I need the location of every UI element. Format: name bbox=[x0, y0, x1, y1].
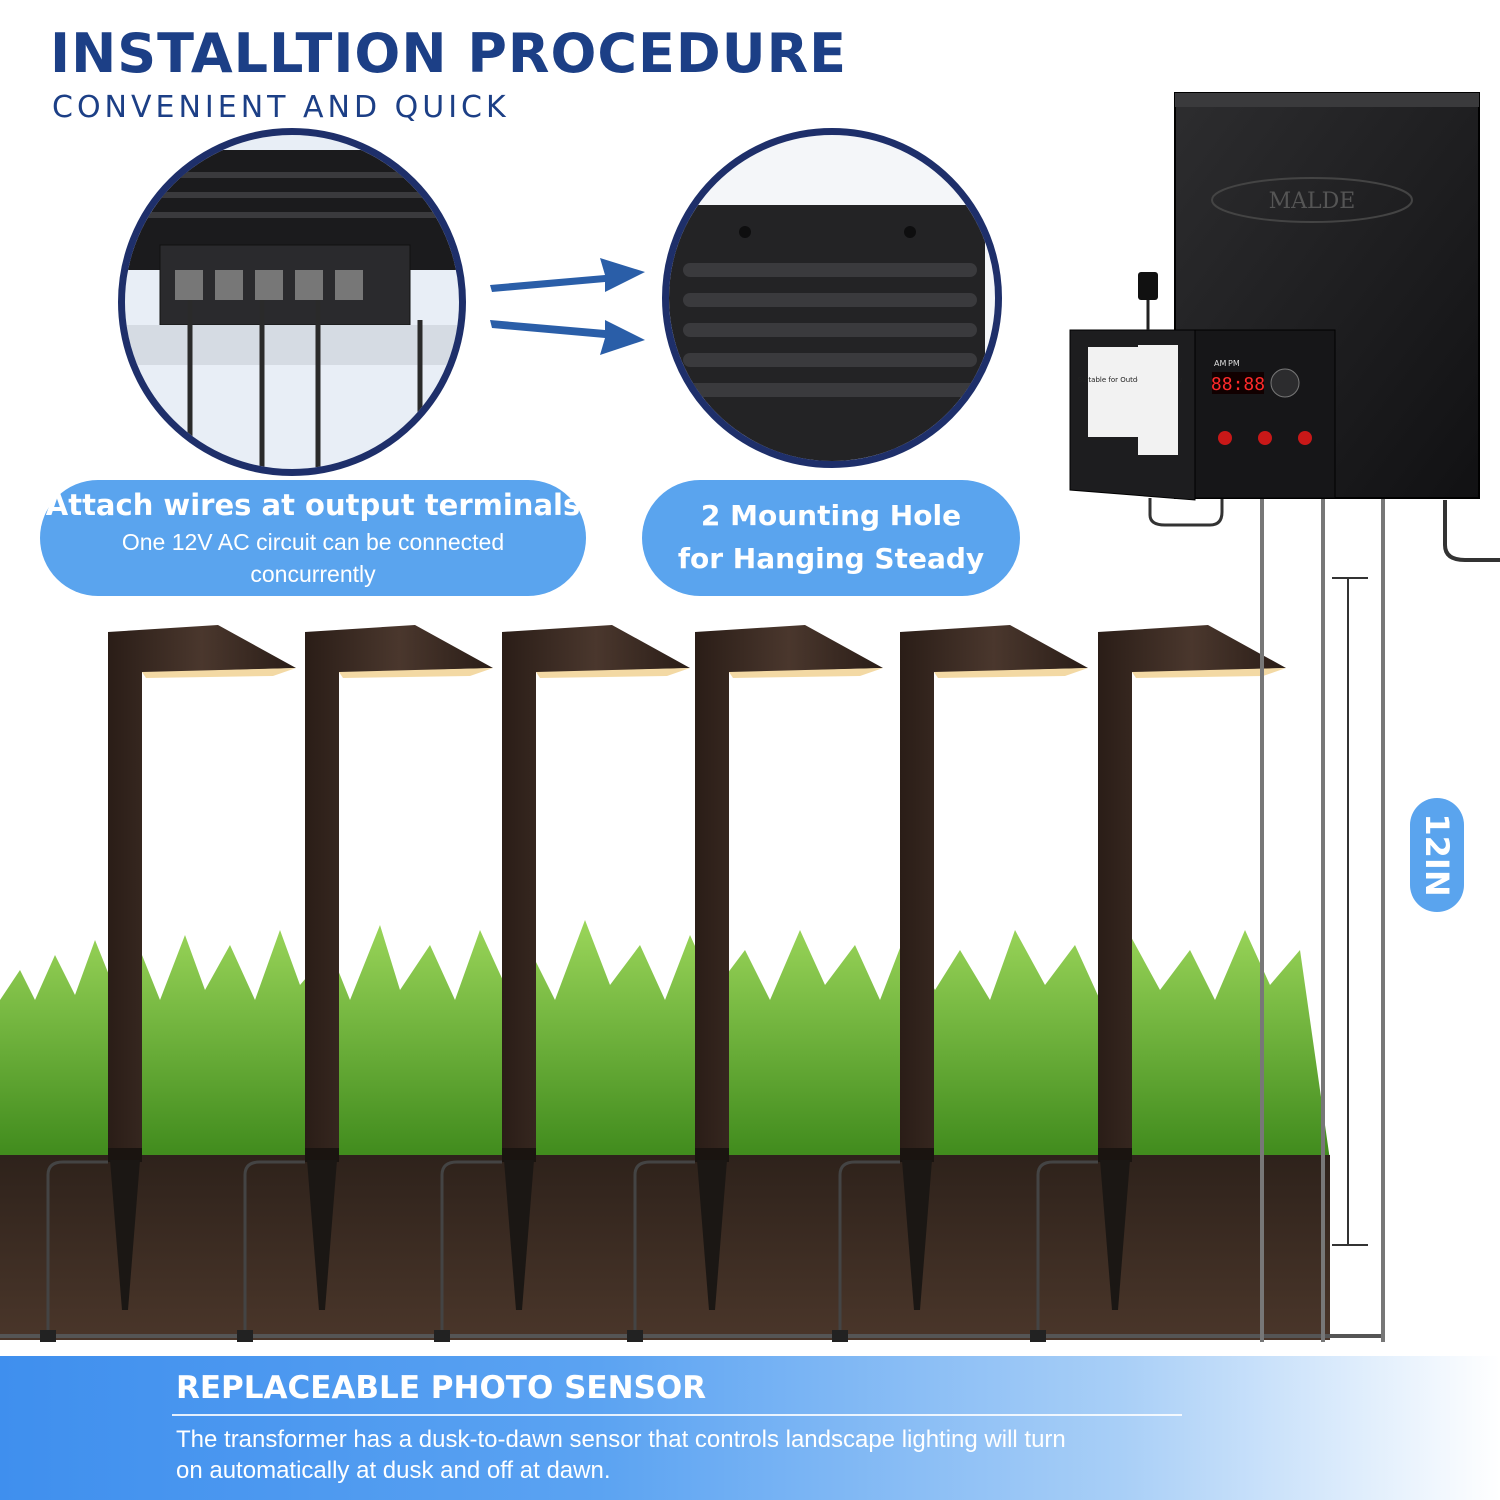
height-label: 12IN bbox=[1418, 813, 1456, 897]
transformer: MALDE Suitable for Outdoor Use Only 88:8… bbox=[1069, 92, 1480, 501]
mode-pm: PM bbox=[1228, 359, 1240, 368]
height-badge: 12IN bbox=[1410, 798, 1464, 912]
sensor-banner bbox=[0, 1356, 1500, 1500]
mounting-hole-closeup-frame bbox=[662, 128, 1002, 468]
height-dimension bbox=[1332, 577, 1368, 1246]
terminal-closeup-frame bbox=[118, 128, 466, 476]
mode-am: AM bbox=[1214, 359, 1226, 368]
mounting-callout-line2: for Hanging Steady bbox=[677, 542, 985, 575]
path-light-2 bbox=[237, 625, 493, 1342]
page-subtitle: CONVENIENT AND QUICK bbox=[52, 90, 510, 125]
mounting-callout-line1: 2 Mounting Hole bbox=[700, 499, 962, 532]
panel-label: Suitable for Outdoor Use Only bbox=[1078, 376, 1183, 384]
terminal-callout-body: One 12V AC circuit can be connected conc… bbox=[121, 529, 505, 587]
path-light-1 bbox=[40, 625, 296, 1342]
sensor-banner-description: The transformer has a dusk-to-dawn senso… bbox=[176, 1426, 1066, 1484]
svg-text:88:88: 88:88 bbox=[1211, 374, 1265, 395]
path-light-5 bbox=[832, 625, 1088, 1342]
brand-logo: MALDE bbox=[1269, 189, 1356, 214]
sensor-banner-title: REPLACEABLE PHOTO SENSOR bbox=[176, 1370, 707, 1406]
path-light-4 bbox=[627, 625, 883, 1342]
terminal-callout-heading: Attach wires at output terminals bbox=[45, 488, 581, 522]
terminal-callout: Attach wires at output terminals One 12V… bbox=[40, 480, 586, 596]
mounting-callout: 2 Mounting Hole for Hanging Steady bbox=[642, 480, 1020, 596]
soil bbox=[0, 1155, 1330, 1340]
arrow-right-icon bbox=[490, 258, 645, 355]
sensor-banner-divider bbox=[172, 1414, 1182, 1416]
path-light-3 bbox=[434, 625, 690, 1342]
path-light-6 bbox=[1030, 625, 1286, 1342]
page-title: INSTALLTION PROCEDURE bbox=[50, 22, 848, 85]
